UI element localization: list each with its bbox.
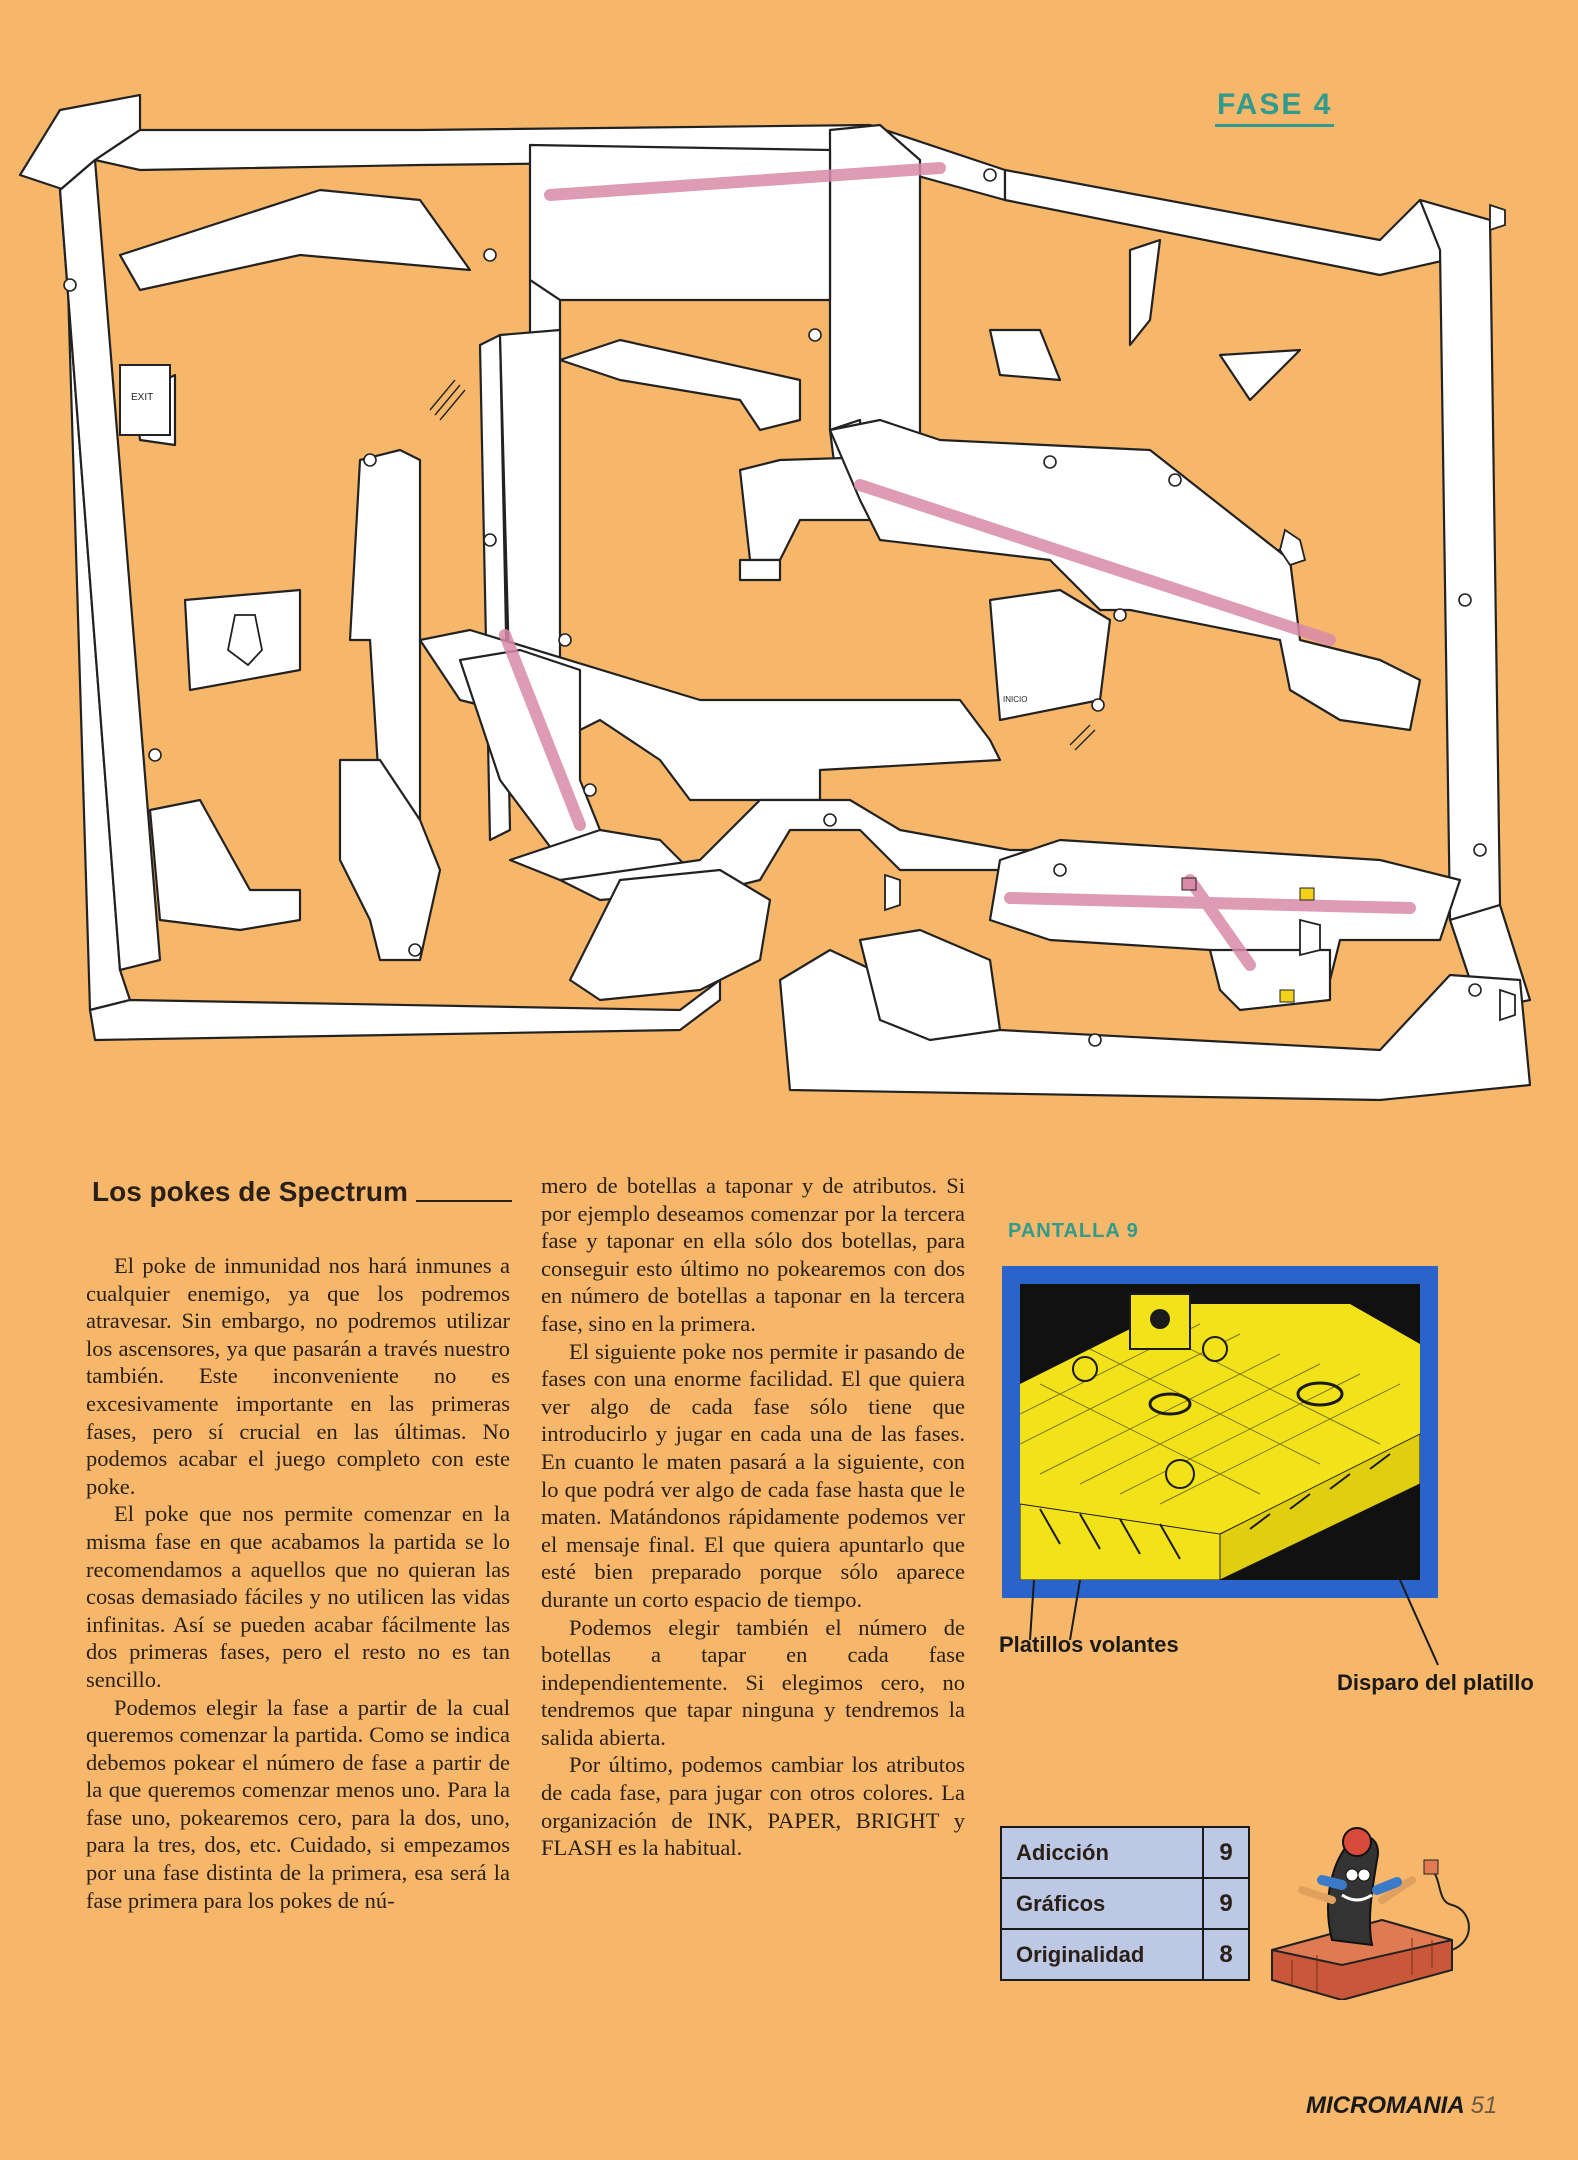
joystick-mascot-illustration	[1271, 1827, 1470, 2000]
game-screen-art	[1020, 1293, 1420, 1580]
paragraph: Por último, podemos cambiar los atributo…	[541, 1752, 965, 1861]
magazine-name: MICROMANIA	[1306, 2092, 1465, 2119]
paragraph: El poke de inmunidad nos hará inmunes a …	[86, 1253, 510, 1499]
rating-row: Gráficos 9	[1002, 1879, 1248, 1930]
exit-label: EXIT	[131, 392, 153, 403]
article-heading: Los pokes de Spectrum	[92, 1176, 512, 1208]
article-heading-text: Los pokes de Spectrum	[92, 1176, 408, 1207]
label-saucer-shot: Disparo del platillo	[1337, 1670, 1534, 1695]
screenshot-title: PANTALLA 9	[1008, 1220, 1139, 1242]
rating-row: Originalidad 8	[1002, 1930, 1248, 1979]
rating-value: 9	[1204, 1879, 1248, 1928]
article-column-1: El poke de inmunidad nos hará inmunes a …	[86, 1252, 510, 1914]
article-column-2: mero de botellas a taponar y de atributo…	[541, 1172, 965, 1862]
start-label: INICIO	[1003, 695, 1027, 704]
rating-value: 9	[1204, 1828, 1248, 1877]
page-number: 51	[1470, 2092, 1498, 2119]
paragraph: El siguiente poke nos permite ir pasando…	[541, 1338, 965, 1612]
rating-value: 8	[1204, 1930, 1248, 1979]
paragraph: El poke que nos permite comenzar en la m…	[86, 1501, 510, 1692]
label-flying-saucers: Platillos volantes	[999, 1632, 1179, 1657]
game-screen	[1020, 1284, 1420, 1580]
paragraph: Podemos elegir la fase a partir de la cu…	[86, 1694, 510, 1913]
rating-name: Gráficos	[1002, 1879, 1204, 1928]
heading-rule	[415, 1200, 512, 1202]
rating-name: Originalidad	[1002, 1930, 1204, 1979]
callout-lines	[1029, 1580, 1439, 1666]
map-title: FASE 4	[1215, 88, 1335, 127]
paragraph: mero de botellas a taponar y de atributo…	[541, 1173, 965, 1336]
paragraph: Podemos elegir también el número de bote…	[541, 1614, 965, 1750]
rating-name: Adicción	[1002, 1828, 1204, 1877]
game-screenshot	[1002, 1266, 1438, 1598]
ratings-table: Adicción 9 Gráficos 9 Originalidad 8	[1000, 1826, 1250, 1981]
level-map: EXIT INICIO	[18, 93, 1532, 1102]
exit-sign: EXIT	[119, 364, 171, 436]
rating-row: Adicción 9	[1002, 1828, 1248, 1879]
